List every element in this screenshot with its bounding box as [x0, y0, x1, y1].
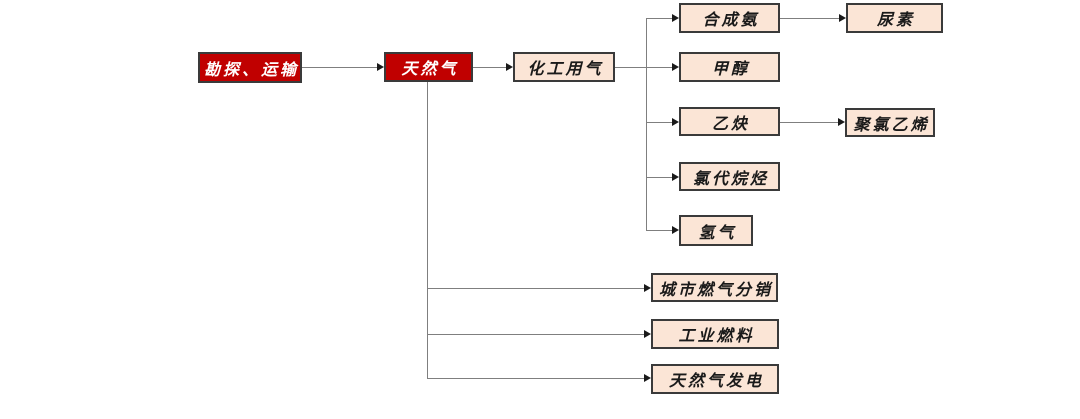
connector-line [427, 334, 645, 335]
node-industrial-fuel: 工业燃料 [651, 319, 779, 349]
node-synthetic-ammonia: 合成氨 [679, 3, 780, 33]
node-chlorinated-alkanes: 氯代烷烃 [679, 162, 780, 191]
node-pvc: 聚氯乙烯 [845, 108, 935, 137]
arrow-icon [672, 63, 679, 71]
connector-line [780, 122, 839, 123]
node-gas-power-generation: 天然气发电 [651, 364, 779, 394]
node-city-gas-distribution: 城市燃气分销 [651, 273, 778, 302]
arrow-icon [672, 173, 679, 181]
connector-trunk-chemical [646, 18, 647, 230]
node-chemical-gas: 化工用气 [513, 52, 615, 82]
connector-line [780, 18, 840, 19]
connector-line [302, 67, 378, 68]
arrow-icon [506, 63, 513, 71]
connector-line [646, 122, 673, 123]
node-exploration-transport: 勘探、运输 [198, 52, 302, 83]
arrow-icon [672, 14, 679, 22]
connector-line [646, 177, 673, 178]
connector-line [427, 378, 645, 379]
node-acetylene: 乙炔 [679, 107, 780, 136]
connector-line [615, 67, 673, 68]
arrow-icon [644, 284, 651, 292]
arrow-icon [672, 226, 679, 234]
node-urea: 尿素 [846, 3, 943, 33]
connector-trunk-gas [427, 82, 428, 378]
connector-line [427, 288, 645, 289]
arrow-icon [644, 330, 651, 338]
arrow-icon [838, 118, 845, 126]
connector-line [646, 230, 673, 231]
connector-line [646, 18, 673, 19]
connector-line [473, 67, 507, 68]
node-natural-gas: 天然气 [384, 52, 473, 82]
arrow-icon [644, 374, 651, 382]
arrow-icon [377, 63, 384, 71]
arrow-icon [672, 118, 679, 126]
node-hydrogen: 氢气 [679, 215, 753, 246]
arrow-icon [839, 14, 846, 22]
node-methanol: 甲醇 [679, 52, 780, 82]
